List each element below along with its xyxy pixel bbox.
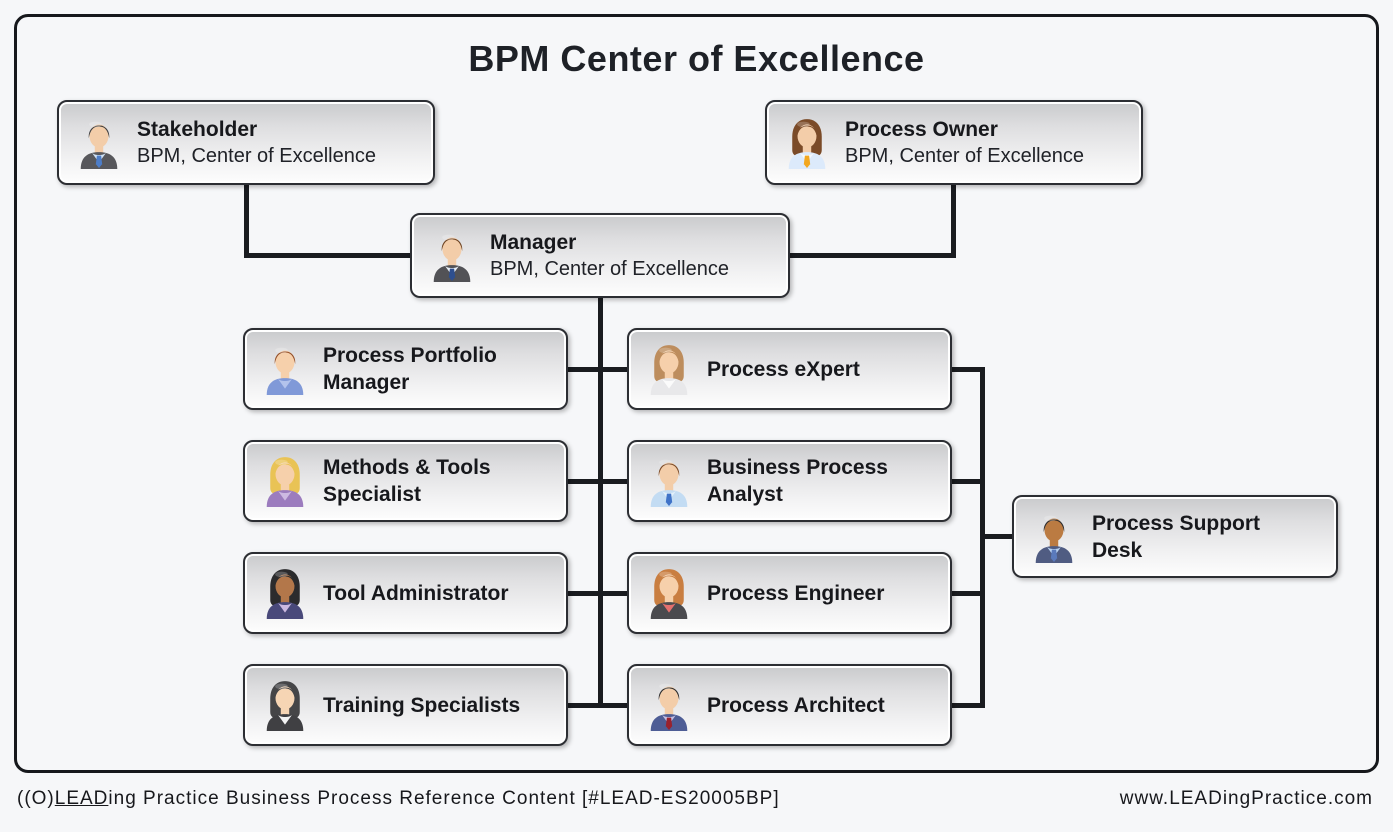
process-expert-person-icon [646,343,692,395]
node-title: Training Specialists [323,693,521,717]
connector-row2-right-stub [950,479,983,484]
node-title: Business Process Analyst [707,456,888,506]
node-process-expert: Process eXpert [627,328,952,410]
footer-lead-logo-text: LEAD [54,788,109,809]
connector-row3-left-stub [566,591,629,596]
node-title: Tool Administrator [323,581,509,605]
node-stakeholder: Stakeholder BPM, Center of Excellence [57,100,435,185]
training-specialists-person-icon [262,679,308,731]
footer: ((O)LEADing Practice Business Process Re… [0,788,1393,820]
node-training-specialists: Training Specialists [243,664,568,746]
process-support-desk-person-icon [1031,511,1077,563]
connector-row2-left-stub [566,479,629,484]
tool-administrator-person-icon [262,567,308,619]
leading-practice-logo-icon: ((O) [17,788,55,809]
node-business-process-analyst: Business Process Analyst [627,440,952,522]
node-methods-tools-specialist: Methods & Tools Specialist [243,440,568,522]
node-process-engineer: Process Engineer [627,552,952,634]
node-process-portfolio-manager: Process Portfolio Manager [243,328,568,410]
node-subtitle: BPM, Center of Excellence [845,144,1084,167]
node-title: Process Portfolio Manager [323,344,497,394]
node-subtitle: BPM, Center of Excellence [137,144,376,167]
stakeholder-person-icon [76,117,122,169]
footer-reference-text: ((O)LEADing Practice Business Process Re… [17,788,780,810]
node-process-support-desk: Process Support Desk [1012,495,1338,578]
node-title: Process Architect [707,693,885,717]
footer-reference-rest: ing Practice Business Process Reference … [108,788,780,809]
node-title: Process Owner [845,117,998,141]
connector-manager-trunk [598,297,603,708]
node-title: Process Engineer [707,581,885,605]
node-title: Process eXpert [707,357,860,381]
manager-person-icon [429,230,475,282]
node-tool-administrator: Tool Administrator [243,552,568,634]
node-title: Process Support Desk [1092,511,1261,562]
connector-right-trunk [980,367,985,708]
chart-title: BPM Center of Excellence [468,38,925,79]
connector-owner-drop [951,185,956,256]
connector-row4-right-stub [950,703,983,708]
node-title: Manager [490,230,577,254]
business-process-analyst-person-icon [646,455,692,507]
footer-website-link[interactable]: www.LEADingPractice.com [1119,788,1373,809]
connector-owner-to-manager [788,253,956,258]
connector-row4-left-stub [566,703,629,708]
process-architect-person-icon [646,679,692,731]
node-manager: Manager BPM, Center of Excellence [410,213,790,298]
connector-stakeholder-to-manager [244,253,412,258]
connector-row3-right-stub [950,591,983,596]
node-process-architect: Process Architect [627,664,952,746]
process-portfolio-manager-person-icon [262,343,308,395]
connector-support-desk-stub [983,534,1014,539]
methods-tools-specialist-person-icon [262,455,308,507]
node-subtitle: BPM, Center of Excellence [490,257,729,280]
node-title: Stakeholder [137,117,258,141]
process-owner-person-icon [784,117,830,169]
node-process-owner: Process Owner BPM, Center of Excellence [765,100,1143,185]
connector-stakeholder-drop [244,185,249,256]
node-title: Methods & Tools Specialist [323,456,491,506]
connector-row1-left-stub [566,367,629,372]
connector-row1-right-stub [950,367,983,372]
process-engineer-person-icon [646,567,692,619]
